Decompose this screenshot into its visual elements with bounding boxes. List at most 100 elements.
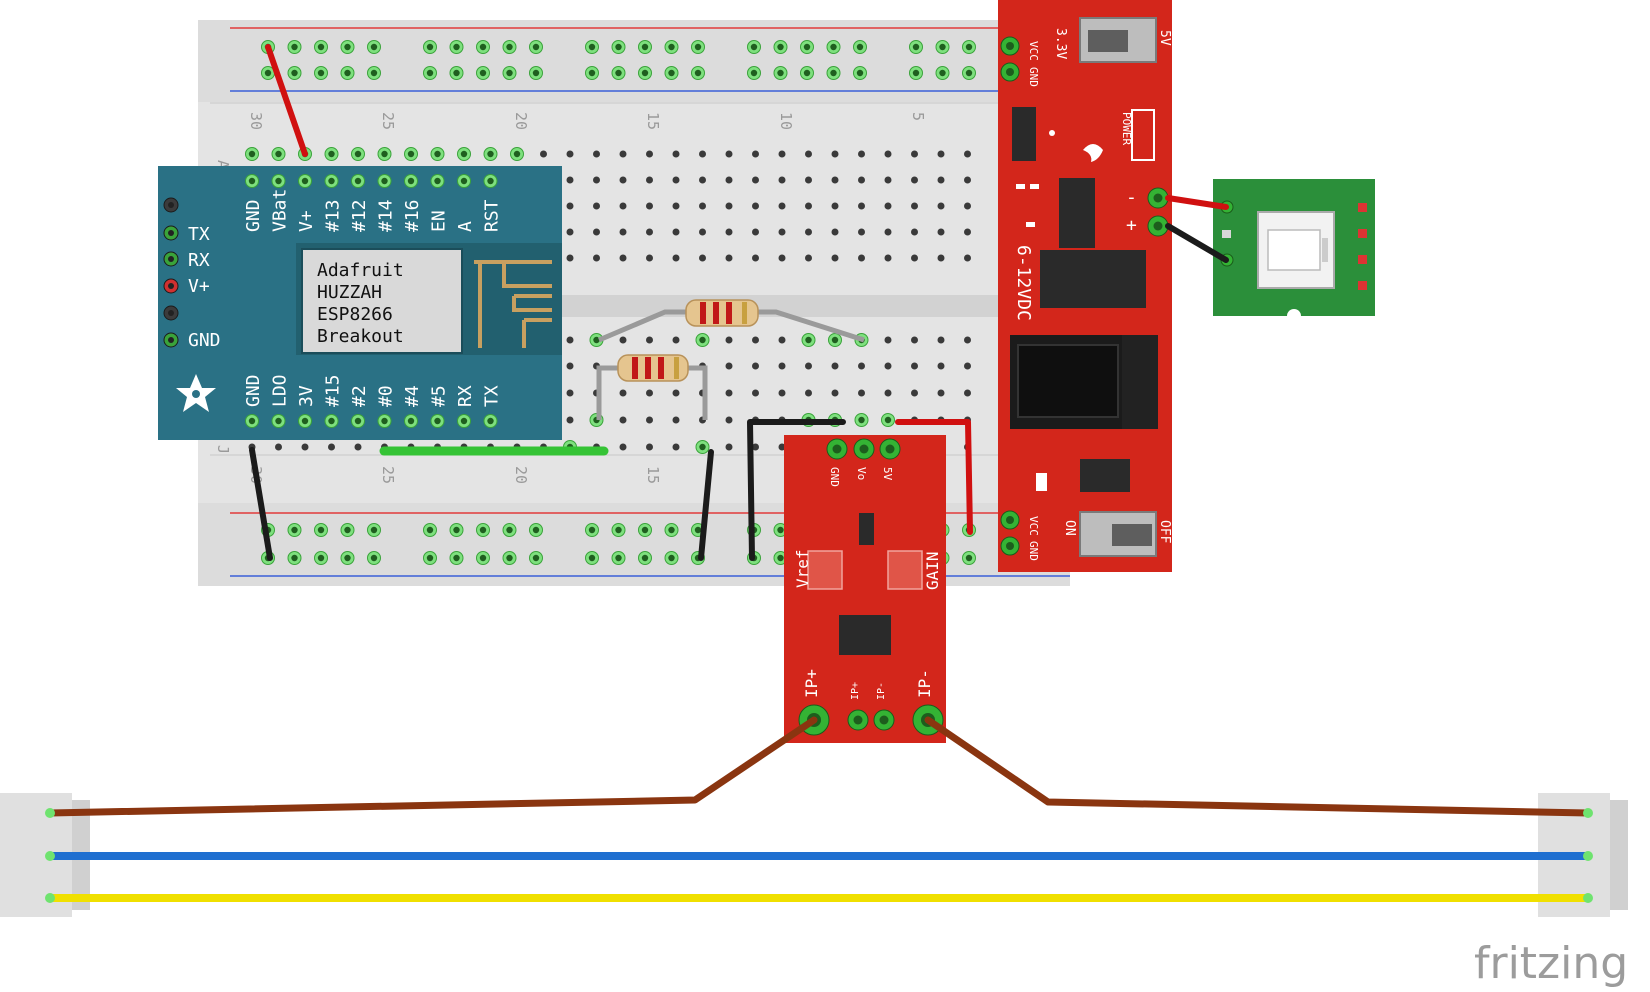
huzzah-bottom-pin-label: #5	[429, 385, 450, 407]
huzzah-top-pin-label: #14	[376, 199, 397, 232]
adafruit-flower-logo-icon	[176, 374, 216, 412]
minus-terminal-label: -	[1126, 187, 1137, 208]
chip-line-3: ESP8266	[317, 304, 393, 325]
column-numbers-top: 30 25 20 15 10 5	[247, 112, 927, 130]
gnd-top-label: GND	[1027, 67, 1040, 87]
huzzah-side-pin-column: TX RX V+ GND	[163, 197, 221, 351]
huzzah-top-pin-label: GND	[243, 199, 264, 232]
huzzah-top-pin-label: #12	[349, 199, 370, 232]
gnd-bottom-label: GND	[1027, 541, 1040, 561]
chip-line-4: Breakout	[317, 326, 404, 347]
wire-black-resistor-gnd[interactable]	[698, 449, 714, 561]
huzzah-side-pin-label: RX	[188, 250, 210, 271]
wire-red-vplus[interactable]	[265, 44, 308, 157]
huzzah-bottom-pin-label: 3V	[296, 385, 317, 407]
huzzah-top-pin-label: #16	[402, 199, 423, 232]
column-number-bottom: 20	[512, 466, 530, 484]
diode-block	[1080, 459, 1130, 492]
regulator-small	[1012, 107, 1036, 161]
huzzah-bottom-pin-label: #2	[349, 385, 370, 407]
column-number-top: 20	[512, 112, 530, 130]
vcc-top-label: VCC	[1027, 41, 1040, 61]
wire-brown-left[interactable]	[46, 716, 818, 817]
huzzah-side-pin-label: V+	[188, 276, 210, 297]
switch-label-5v: 5V	[1157, 30, 1172, 46]
huzzah-top-pin-label: V+	[296, 210, 317, 232]
huzzah-bottom-pin-label: RX	[455, 385, 476, 407]
gain-label: GAIN	[923, 551, 942, 590]
micro-usb-breakout-board	[1213, 179, 1375, 323]
column-number-top: 5	[909, 112, 927, 121]
row-letter-j: J	[214, 445, 232, 454]
chip-line-1: Adafruit	[317, 260, 404, 281]
antenna-trace-icon	[474, 260, 552, 348]
wire-red-sensor-5v[interactable]	[895, 419, 973, 535]
huzzah-top-pin-label: RST	[482, 199, 503, 232]
sensor-pin-gnd: GND	[828, 467, 841, 487]
esp-chip-label	[301, 248, 463, 354]
fritzing-watermark: fritzing	[1474, 938, 1628, 987]
huzzah-bottom-pin-label: #15	[323, 374, 344, 407]
input-voltage-label: 6-12VDC	[1013, 245, 1034, 321]
power-switch-slider[interactable]	[1112, 524, 1152, 546]
ip-plus-small-label: IP+	[850, 682, 861, 700]
column-number-bottom: 25	[379, 466, 397, 484]
huzzah-top-pin-label: #13	[323, 199, 344, 232]
resistor-2	[596, 354, 708, 420]
ip-minus-small-label: IP-	[876, 682, 887, 700]
sparkfun-flame-logo-icon	[1083, 144, 1103, 162]
vref-label: Vref	[793, 549, 812, 588]
huzzah-top-pin-label: A	[455, 221, 476, 232]
wire-red-usb[interactable]	[1165, 195, 1229, 210]
ip-plus-big-label: IP+	[802, 669, 821, 698]
huzzah-side-pin-label: GND	[188, 330, 221, 351]
wires	[45, 44, 1593, 903]
huzzah-bottom-pin-label: GND	[243, 374, 264, 407]
resistor-1	[598, 299, 865, 343]
huzzah-bottom-pin-label: TX	[482, 385, 503, 407]
gain-pad	[887, 550, 923, 590]
wire-black-sensor-gnd[interactable]	[747, 419, 846, 561]
hall-sensor-chip	[839, 615, 891, 655]
huzzah-bottom-pin-label: #0	[376, 385, 397, 407]
voltage-switch-slider[interactable]	[1088, 30, 1128, 52]
wire-brown-right[interactable]	[924, 716, 1592, 817]
wire-black-usb[interactable]	[1165, 223, 1229, 263]
top-power-rail	[198, 20, 1070, 102]
huzzah-bottom-pin-label: LDO	[270, 374, 291, 407]
column-number-bottom: 15	[644, 466, 662, 484]
smd-part	[1036, 473, 1047, 491]
power-led	[1131, 109, 1155, 161]
sensor-pin-5v: 5V	[881, 467, 894, 481]
vcc-bottom-label: VCC	[1027, 516, 1040, 536]
column-number-top: 15	[644, 112, 662, 130]
switch-label-on: ON	[1062, 520, 1077, 536]
column-number-top: 25	[379, 112, 397, 130]
row-letter-a: A	[214, 160, 232, 169]
ip-minus-big-label: IP-	[915, 669, 934, 698]
switch-label-off: OFF	[1157, 520, 1172, 544]
vref-pad	[807, 550, 843, 590]
regulator-large	[1040, 250, 1146, 308]
huzzah-bottom-pin-label: #4	[402, 385, 423, 407]
sensor-pin-vo: Vo	[855, 467, 868, 480]
huzzah-top-pin-label: VBat	[270, 189, 291, 232]
current-sensor-board: GND Vo 5V Vref GAIN IP+ IP+ IP- IP-	[784, 435, 946, 743]
chip-line-2: HUZZAH	[317, 282, 382, 303]
breadboard-power-module: 3.3V 5V VCC GND POWER 6-12VDC - +	[998, 0, 1172, 572]
column-number-top: 30	[247, 112, 265, 130]
huzzah-side-pin-label: TX	[188, 224, 210, 245]
capacitor-block	[1059, 178, 1095, 248]
switch-label-3v3: 3.3V	[1053, 28, 1068, 59]
plus-terminal-label: +	[1126, 215, 1137, 236]
wire-black-gnd-huzzah[interactable]	[249, 447, 273, 561]
power-led-label: POWER	[1120, 112, 1133, 145]
column-number-top: 10	[777, 112, 795, 130]
huzzah-top-pin-label: EN	[429, 210, 450, 232]
